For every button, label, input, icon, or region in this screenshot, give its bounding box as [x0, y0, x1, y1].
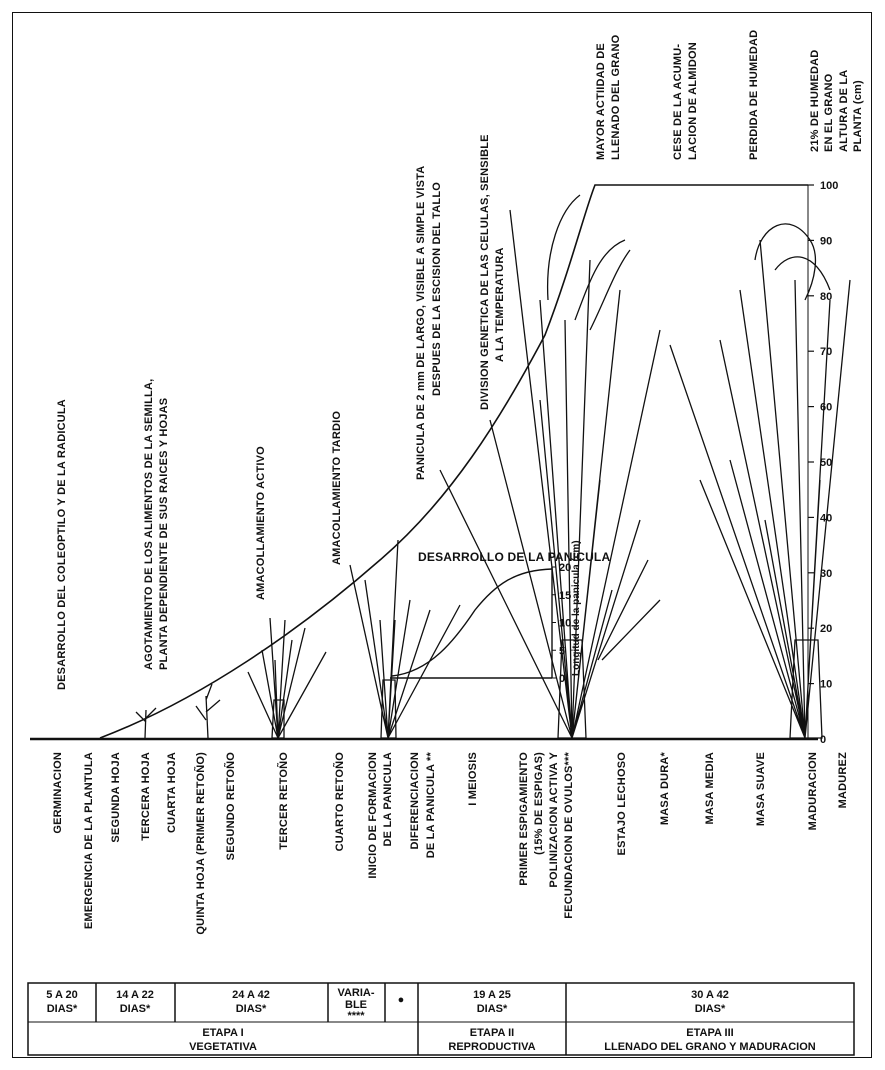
top-label-panicula-2: DESPUES DE LA ESCISION DEL TALLO: [431, 182, 443, 396]
duration-4-c: ****: [347, 1010, 365, 1022]
phase-1-name: VEGETATIVA: [189, 1041, 257, 1053]
plant-tiller-3: [248, 618, 326, 738]
stage-label: CUARTA HOJA: [166, 752, 178, 833]
top-label-almidon-1: CESE DE LA ACUMU-: [672, 44, 684, 160]
top-label-agotamiento-1: AGOTAMIENTO DE LOS ALIMENTOS DE LA SEMIL…: [143, 379, 155, 670]
duration-2-a: 14 A 22: [116, 989, 154, 1001]
height-tick-label: 0: [820, 734, 826, 746]
stage-label: MADURACION: [807, 752, 819, 830]
height-tick-label: 60: [820, 402, 832, 414]
top-label-almidon-2: LACION DE ALMIDON: [687, 42, 699, 160]
height-tick-label: 90: [820, 235, 832, 247]
duration-1-b: DIAS*: [47, 1003, 78, 1015]
plant-tiller-4: [350, 540, 460, 738]
phase-2-name: REPRODUCTIVA: [448, 1041, 535, 1053]
top-label-coleoptilo: DESARROLLO DEL COLEOPTILO Y DE LA RADICU…: [56, 399, 68, 690]
top-label-perdida-humedad: PERDIDA DE HUMEDAD: [748, 30, 760, 160]
stage-label: MADUREZ: [837, 752, 849, 808]
stage-label: I MEIOSIS: [467, 752, 479, 806]
plant-heading: [440, 195, 660, 738]
stage-label: CUARTO RETOÑO: [333, 752, 346, 852]
top-label-llenado-1: MAYOR ACTIIDAD DE: [595, 43, 607, 160]
plant-drawings: [136, 195, 850, 738]
duration-6-b: DIAS*: [477, 1003, 508, 1015]
stage-label: SEGUNDO RETOÑO: [224, 752, 237, 861]
stage-label: DE LA PANICULA **: [425, 751, 437, 858]
duration-cells: 5 A 20 DIAS* 14 A 22 DIAS* 24 A 42 DIAS*…: [46, 987, 816, 1053]
stage-label: TERCERA HOJA: [140, 752, 152, 841]
duration-7-b: DIAS*: [695, 1003, 726, 1015]
stage-label: MASA SUAVE: [755, 752, 767, 826]
stage-label: TERCER RETOÑO: [277, 752, 290, 850]
height-tick-label: 100: [820, 180, 838, 192]
top-label-agotamiento-2: PLANTA DEPENDIENTE DE SUS RAICES Y HOJAS: [158, 398, 170, 670]
phase-2-title: ETAPA II: [470, 1027, 514, 1039]
top-label-amacollamiento-tardio: AMACOLLAMIENTO TARDIO: [331, 411, 343, 565]
phase-3-name: LLENADO DEL GRANO Y MADURACION: [604, 1041, 816, 1053]
stage-label: DIFERENCIACION: [409, 752, 421, 850]
duration-3-b: DIAS*: [236, 1003, 267, 1015]
stage-label: INICIO DE FORMACION: [367, 752, 379, 879]
stage-label: ESTAJO LECHOSO: [616, 752, 628, 856]
stage-label: GERMINACION: [52, 752, 64, 834]
duration-7-a: 30 A 42: [691, 989, 729, 1001]
top-label-llenado-2: LLENADO DEL GRANO: [610, 34, 622, 160]
height-axis-title-1: ALTURA DE LA: [838, 70, 850, 152]
plant-seedling-2: [196, 684, 220, 738]
stage-label: DE LA PANICULA: [382, 752, 394, 846]
stage-label: (15% DE ESPIGAS): [533, 752, 545, 855]
panicle-curve: [392, 569, 552, 676]
phase-1-title: ETAPA I: [202, 1027, 243, 1039]
phase-3-title: ETAPA III: [686, 1027, 733, 1039]
height-tick-label: 10: [820, 679, 832, 691]
plant-seedling-1: [136, 708, 156, 738]
stage-label: MASA DURA*: [659, 751, 671, 825]
stage-label: SEGUNDA HOJA: [110, 752, 122, 843]
top-label-humedad-1: 21% DE HUMEDAD: [809, 50, 821, 152]
duration-1-a: 5 A 20: [46, 989, 78, 1001]
top-label-panicula-1: PANICULA DE 2 mm DE LARGO, VISIBLE A SIM…: [415, 166, 427, 480]
height-tick-label: 50: [820, 457, 832, 469]
duration-5-dot: ●: [398, 994, 405, 1006]
stage-label: QUINTA HOJA (PRIMER RETOÑO): [194, 752, 207, 935]
stage-label: POLINIZACION ACTIVA Y: [548, 752, 560, 888]
height-tick-label: 70: [820, 346, 832, 358]
stage-label: MASA MEDIA: [704, 752, 716, 824]
panicle-inset: 05101520 DESARROLLO DE LA PANICULA Longi…: [390, 540, 610, 685]
top-label-humedad-2: EN EL GRANO: [823, 73, 835, 152]
duration-3-a: 24 A 42: [232, 989, 270, 1001]
duration-2-b: DIAS*: [120, 1003, 151, 1015]
top-label-amacollamiento-activo: AMACOLLAMIENTO ACTIVO: [255, 446, 267, 600]
duration-6-a: 19 A 25: [473, 989, 511, 1001]
stage-label: EMERGENCIA DE LA PLANTULA: [83, 752, 95, 929]
height-tick-label: 20: [820, 623, 832, 635]
top-label-division-1: DIVISION GENETICA DE LAS CELULAS, SENSIB…: [479, 134, 491, 410]
height-axis-title-2: PLANTA (cm): [852, 80, 864, 152]
stage-label: FECUNDACION DE OVULOS***: [563, 751, 575, 918]
growth-curve: [100, 185, 808, 738]
stage-labels: GERMINACION EMERGENCIA DE LA PLANTULA SEGU…: [52, 751, 849, 934]
stage-label: PRIMER ESPIGAMIENTO: [518, 752, 530, 886]
top-label-division-2: A LA TEMPERATURA: [494, 247, 506, 362]
duration-4-a: VARIA-: [337, 987, 374, 999]
